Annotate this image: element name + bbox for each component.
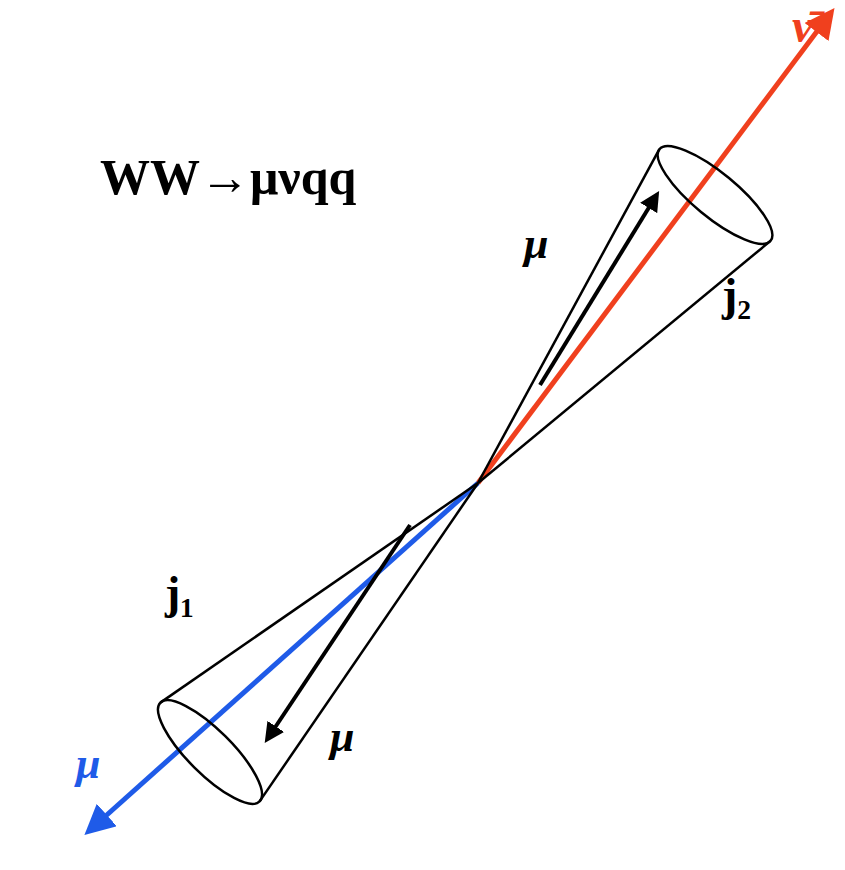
jet-label: j₂ — [722, 272, 751, 318]
muon-line — [90, 483, 478, 830]
diagram-title: WW→μνqq — [100, 152, 356, 202]
jet-cone — [145, 483, 478, 817]
jet-cone — [478, 132, 785, 483]
muon-arrow — [540, 196, 656, 385]
muon-label: μ — [524, 222, 548, 266]
neutrino-label: ν̄ — [792, 2, 813, 50]
neutrino-line — [478, 14, 830, 483]
muon-label: μ — [76, 742, 100, 786]
muon-arrow — [268, 525, 410, 738]
jet-label: j₁ — [165, 570, 194, 616]
muon-label: μ — [330, 715, 354, 759]
